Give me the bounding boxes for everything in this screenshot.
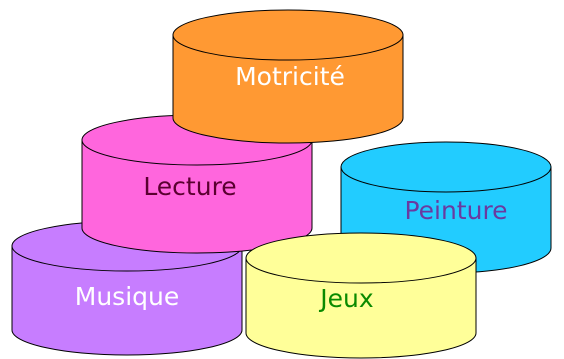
cylinder-musique-label: Musique: [75, 282, 179, 311]
cylinder-lecture-label: Lecture: [143, 172, 236, 201]
cylinder-peinture-top: [340, 141, 552, 193]
cylinder-motricite: Motricité: [172, 9, 404, 144]
cylinder-motricite-label: Motricité: [235, 62, 345, 91]
cylinder-jeux-body: [245, 257, 477, 359]
cylinder-motricite-top: [172, 9, 404, 61]
cylinder-musique-body: [11, 245, 243, 356]
cylinder-jeux-top: [245, 232, 477, 284]
cylinder-jeux-label: Jeux: [318, 284, 373, 313]
cylinder-jeux: Jeux: [245, 232, 477, 359]
cylinder-peinture-label: Peinture: [404, 196, 507, 225]
cylinder-motricite-body: [172, 34, 404, 144]
